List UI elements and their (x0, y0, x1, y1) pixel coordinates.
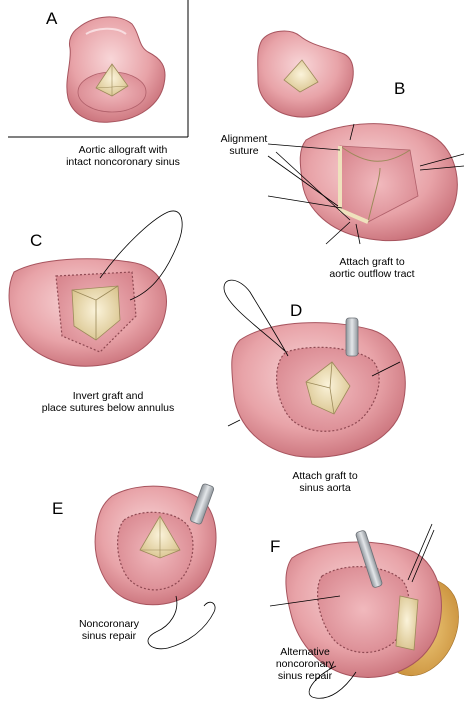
panel-a-caption: Aortic allograft with intact noncoronary… (48, 144, 198, 168)
panel-f-retractor (355, 530, 383, 588)
panel-b-outflow-tract (299, 123, 458, 242)
panel-c-caption-line: place sutures below annulus (41, 402, 175, 414)
panel-a-caption-line: intact noncoronary sinus (66, 156, 180, 168)
panel-a-allograft (66, 16, 166, 123)
panel-f-caption-line: Alternative (280, 646, 330, 658)
panel-c-aortic-root (8, 258, 167, 367)
panel-a-frame (8, 0, 189, 138)
panel-b-caption: Attach graft to aortic outflow tract (312, 256, 432, 280)
panel-c-letter: C (30, 231, 43, 250)
panel-d-aorta (231, 322, 406, 458)
panel-f-caption-line: sinus repair (277, 670, 333, 682)
panel-f-caption-line: noncoronary (275, 658, 335, 670)
panel-d-caption-line: Attach graft to (292, 470, 358, 482)
panel-d-suture (223, 279, 401, 427)
panel-e-caption: Noncoronary sinus repair (64, 618, 154, 642)
panel-b-callout-leaders (267, 143, 341, 207)
panel-a-caption-line: Aortic allograft with (78, 144, 168, 156)
panel-e-letter: E (52, 499, 64, 518)
panel-f-suture (269, 523, 435, 699)
panel-f-caption: Alternative noncoronary sinus repair (260, 646, 350, 682)
panel-f-letter: F (270, 537, 281, 556)
panel-a-letter: A (46, 9, 58, 28)
panel-c-suture (99, 210, 183, 301)
panel-d-letter: D (290, 301, 303, 320)
panel-c-caption-line: Invert graft and (72, 390, 144, 402)
panel-b-letter: B (394, 79, 406, 98)
panel-b-graft-top (257, 30, 354, 118)
panel-e-caption-line: sinus repair (81, 630, 137, 642)
panel-e-suture (147, 595, 216, 650)
panel-f-aorta (285, 541, 442, 678)
panel-b-caption-line: aortic outflow tract (329, 268, 415, 280)
panel-e-aorta (94, 485, 217, 606)
panel-e-caption-line: Noncoronary (78, 618, 140, 630)
panel-e-retractor (189, 483, 215, 525)
panel-b-sutures (267, 123, 465, 245)
panel-b-caption-line: Attach graft to (339, 256, 405, 268)
panel-d-retractor (345, 317, 359, 357)
panel-c-caption: Invert graft and place sutures below ann… (28, 390, 188, 414)
panel-d-caption: Attach graft to sinus aorta (270, 470, 380, 494)
panel-b-callout: Alignment suture (214, 133, 274, 157)
panel-d-caption-line: sinus aorta (299, 482, 351, 494)
panel-b-callout-line: suture (229, 145, 259, 157)
panel-b-callout-line: Alignment (220, 133, 268, 145)
